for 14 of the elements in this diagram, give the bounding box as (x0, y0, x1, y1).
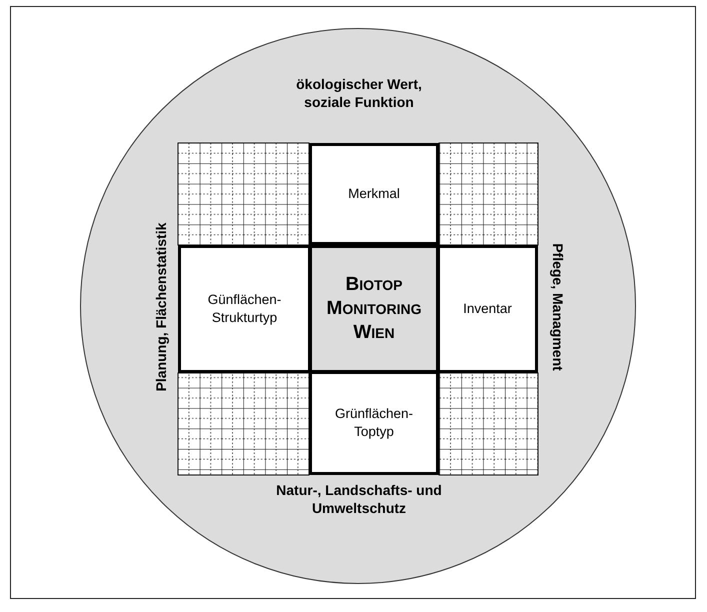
circle-label: Pflege, Managment (549, 242, 568, 373)
box-label: Günflächen-Strukturtyp (206, 290, 282, 327)
category-box (178, 245, 311, 373)
center-box (309, 245, 439, 373)
category-box (309, 143, 439, 245)
category-box (437, 245, 538, 373)
circle-label: Planung, Flächenstatistik (152, 222, 170, 394)
box-label: Inventar (463, 300, 512, 318)
circle-label: ökologischer Wert, soziale Funktion (295, 75, 423, 112)
box-label: Grünflächen-Toptyp (334, 404, 414, 441)
title-text: BIOTOP MONITORING WIEN (326, 273, 422, 345)
box-label: Merkmal (348, 184, 400, 203)
category-box (309, 371, 439, 475)
circle-label: Natur-, Landschafts- und Umweltschutz (275, 481, 443, 518)
